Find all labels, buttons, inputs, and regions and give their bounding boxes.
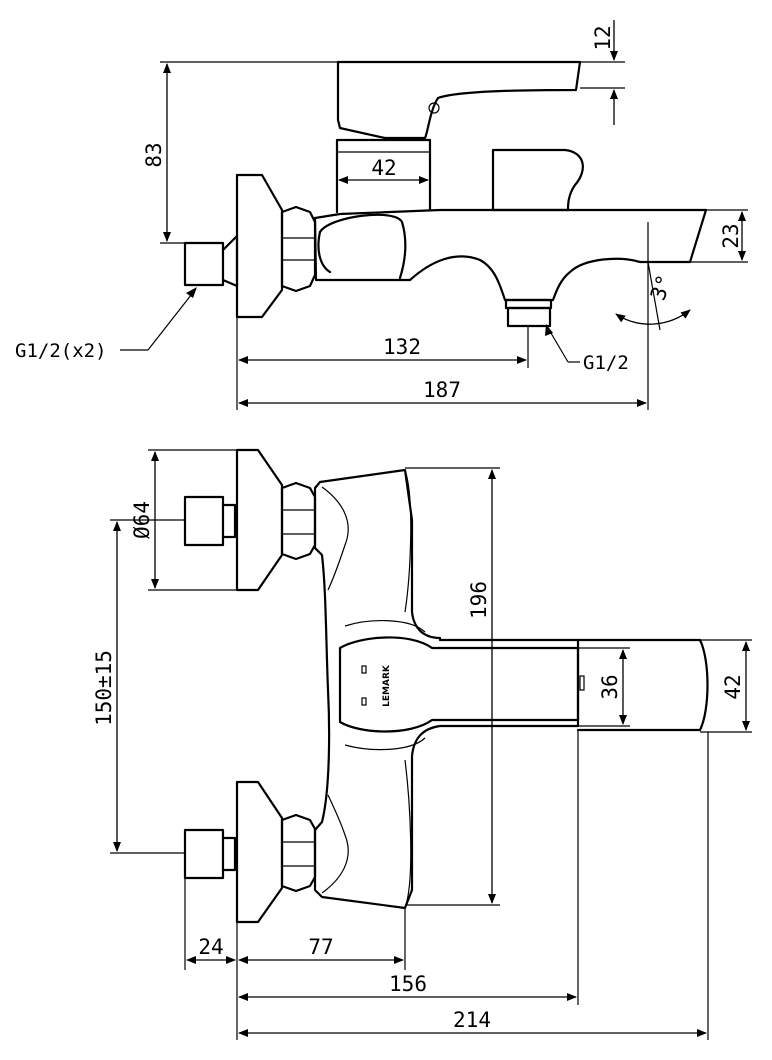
dim-spout-height: 23 (690, 209, 748, 263)
dim-outlet-offset: 132 (236, 317, 529, 410)
dim-handle-top-label: 12 (591, 25, 615, 50)
brand-logo-text: LEMARK (382, 664, 392, 707)
dim-214: 214 (238, 1008, 707, 1037)
lever-tip-front (576, 638, 709, 732)
faucet-body-front (313, 468, 580, 910)
diverter-knob-side (491, 148, 584, 212)
dim-77-label: 77 (308, 935, 333, 959)
inlet-thread-callout: G1/2(x2) (15, 287, 197, 362)
dim-body-width: 42 (338, 156, 429, 184)
dim-centers: 150±15 (92, 519, 185, 854)
dim-body-height-label: 196 (467, 581, 491, 619)
dim-214-label: 214 (453, 1008, 491, 1032)
lever-handle-front (338, 636, 580, 733)
dim-156: 156 (238, 972, 577, 1001)
outlet-thread-side (504, 298, 553, 328)
front-view: LEMARK Ø64 150±15 196 36 (92, 448, 752, 1040)
hex-nut-side (280, 205, 317, 293)
dim-24-label: 24 (198, 935, 223, 959)
faucet-body-side (313, 208, 708, 302)
outlet-thread-callout: G1/2 (545, 324, 629, 374)
dim-height-label: 83 (142, 142, 166, 167)
upper-inlet-front (183, 448, 317, 592)
dim-156-label: 156 (389, 972, 427, 996)
dim-total-depth: 187 (238, 330, 649, 410)
inlet-pipe-side (183, 234, 239, 288)
dim-lever-42-label: 42 (721, 674, 745, 699)
dim-lever-42: 42 (700, 639, 752, 733)
dim-body-height: 196 (405, 467, 500, 906)
dim-height: 83 (142, 61, 337, 244)
dim-total-depth-label: 187 (423, 378, 461, 402)
inlet-thread-label: G1/2(x2) (15, 340, 107, 362)
brand-logo: LEMARK (361, 664, 392, 707)
side-view: 12 83 42 23 3° G1/2(x2) (15, 20, 748, 410)
wall-flange-side (235, 173, 284, 319)
dim-body-width-label: 42 (371, 156, 396, 180)
lower-inlet-front (183, 780, 317, 924)
lever-handle-side (336, 60, 582, 140)
dim-77: 77 (238, 935, 404, 964)
dim-24: 24 (186, 935, 236, 964)
dim-centers-label: 150±15 (92, 650, 116, 726)
dim-lever-36-label: 36 (598, 674, 622, 699)
outlet-thread-label: G1/2 (583, 352, 629, 374)
dim-handle-top: 12 (580, 20, 625, 125)
dim-outlet-offset-label: 132 (383, 335, 421, 359)
dim-spout-height-label: 23 (719, 223, 743, 248)
dim-lever-36: 36 (578, 647, 630, 727)
